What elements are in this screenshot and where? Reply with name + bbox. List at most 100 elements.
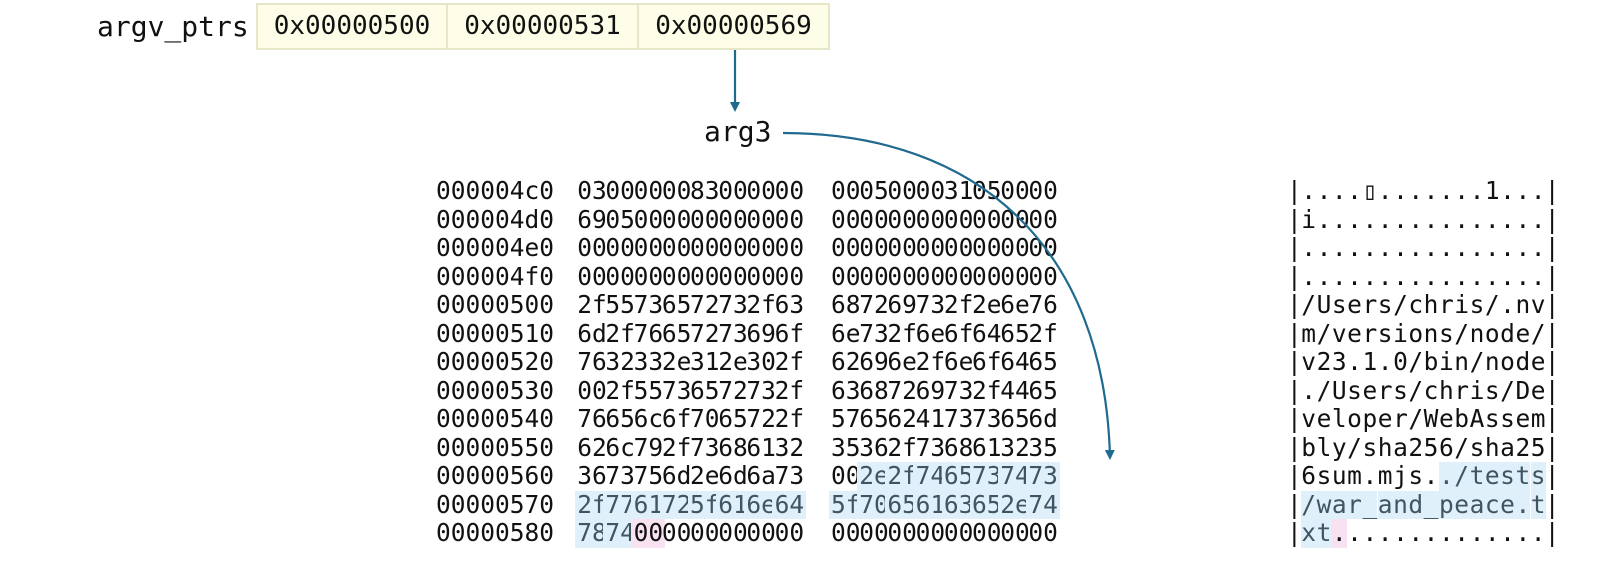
ascii-char: _ — [1423, 489, 1439, 519]
hex-byte: 2e — [690, 461, 720, 490]
ascii-char: v — [1301, 404, 1317, 433]
ascii-char: . — [1362, 204, 1378, 234]
ascii-char: / — [1454, 318, 1470, 348]
ascii-char: . — [1484, 518, 1500, 547]
ascii-char: . — [1393, 233, 1408, 262]
hex-byte: 00 — [831, 518, 861, 547]
ascii-border-right: | — [1544, 176, 1560, 205]
hex-byte: 6a — [746, 461, 776, 490]
ascii-char: o — [1484, 318, 1500, 348]
ascii-char: s — [1530, 461, 1546, 491]
ascii-char: . — [1316, 261, 1332, 291]
ascii-char: e — [1530, 375, 1546, 405]
ascii-border-left: | — [1287, 375, 1302, 405]
ascii-char: e — [1377, 404, 1393, 433]
hex-address: 000004d0 — [436, 204, 555, 234]
hex-byte: 72 — [718, 375, 748, 405]
hex-byte: 73 — [690, 432, 720, 462]
ascii-char: u — [1331, 461, 1347, 490]
ascii-border-left: | — [1287, 461, 1302, 490]
hex-byte: 00 — [631, 518, 666, 548]
hex-byte: 65 — [690, 375, 720, 405]
ascii-char: . — [1438, 518, 1454, 547]
hex-byte: 6c — [633, 404, 664, 433]
ascii-char: 2 — [1316, 347, 1332, 376]
hex-byte: 2e — [718, 347, 748, 376]
hex-byte: 05 — [605, 204, 635, 234]
hex-address: 00000570 — [436, 489, 555, 519]
hex-byte: 00 — [718, 204, 748, 234]
ascii-border-left: | — [1287, 233, 1302, 262]
hex-byte: 00 — [605, 261, 635, 291]
ascii-border-left: | — [1287, 432, 1302, 462]
ascii-char: . — [1362, 461, 1378, 490]
hex-byte: 00 — [633, 204, 664, 234]
hex-byte: 2f — [774, 347, 805, 376]
ascii-char: . — [1469, 176, 1485, 205]
ascii-char: . — [1408, 204, 1424, 234]
ascii-char: a — [1393, 432, 1408, 462]
hex-address: 000004f0 — [436, 261, 555, 291]
hex-byte: 55 — [605, 290, 635, 319]
ascii-char: s — [1484, 375, 1500, 405]
ascii-char: . — [1331, 176, 1347, 205]
ascii-char: . — [1423, 461, 1439, 490]
ascii-char: . — [1500, 233, 1515, 262]
ascii-char: i — [1393, 318, 1408, 348]
ascii-char: m — [1530, 404, 1546, 433]
ascii-char: s — [1377, 290, 1393, 319]
hex-byte: 69 — [577, 204, 607, 234]
hex-byte: 65 — [1028, 375, 1058, 405]
ascii-char: s — [1438, 318, 1454, 348]
hex-byte: 00 — [859, 518, 889, 547]
ascii-char: 2 — [1515, 432, 1531, 462]
hex-byte: 32 — [774, 432, 805, 462]
ascii-char: / — [1484, 290, 1500, 319]
ascii-char: . — [1393, 204, 1408, 234]
hex-byte: 6f — [774, 318, 805, 348]
ascii-char: / — [1316, 318, 1332, 348]
hex-byte: 30 — [746, 347, 776, 376]
hex-byte: 00 — [774, 261, 805, 291]
ascii-char: e — [1515, 318, 1531, 348]
ascii-char: h — [1377, 432, 1393, 462]
ascii-char: / — [1301, 290, 1317, 319]
ascii-char: s — [1377, 318, 1393, 348]
hex-byte: 76 — [577, 347, 607, 376]
ascii-char: e — [1316, 404, 1332, 433]
hex-byte: 61 — [746, 432, 776, 462]
hex-byte: 2f — [774, 375, 805, 405]
hex-byte: 65 — [661, 290, 692, 319]
ascii-char: a — [1500, 432, 1515, 462]
hex-byte: 65 — [605, 404, 635, 433]
hex-byte: 65 — [1028, 347, 1058, 376]
ascii-char: . — [1438, 176, 1454, 205]
hex-byte: 83 — [690, 176, 720, 205]
ascii-char: n — [1469, 318, 1485, 348]
ascii-char: . — [1331, 233, 1347, 262]
hex-byte: 6d — [577, 318, 607, 348]
ascii-char: . — [1454, 204, 1470, 234]
ascii-char: . — [1362, 518, 1378, 547]
ascii-char: s — [1362, 432, 1378, 462]
hex-byte: 73 — [605, 461, 635, 490]
ascii-char: p — [1438, 489, 1454, 519]
hex-byte: 2e — [998, 490, 1032, 519]
hex-byte: 00 — [746, 518, 776, 547]
ascii-border-left: | — [1287, 290, 1302, 319]
ascii-char: . — [1500, 204, 1515, 234]
ascii-char: n — [1484, 347, 1500, 376]
ascii-char: . — [1377, 233, 1393, 262]
ascii-border-right: | — [1544, 290, 1560, 319]
ascii-char: 0 — [1393, 347, 1408, 376]
ascii-char: s — [1484, 404, 1500, 433]
ascii-char: 3 — [1331, 347, 1347, 376]
hex-address: 00000540 — [436, 404, 555, 433]
ascii-char: . — [1331, 204, 1347, 234]
ascii-border-left: | — [1287, 176, 1302, 205]
